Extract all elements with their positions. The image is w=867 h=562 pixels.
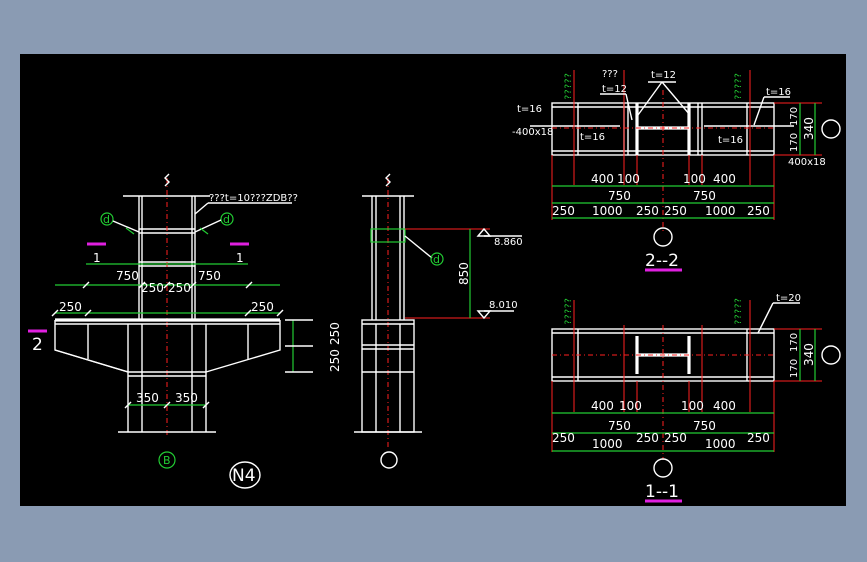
s2-note-7: t=16 xyxy=(718,135,743,146)
dim-lower-left: 250 xyxy=(59,300,82,314)
s1-row2-2: 750 xyxy=(693,419,716,433)
axis-bubble xyxy=(158,451,176,469)
column-elevation xyxy=(54,173,281,438)
dim-upper-1: 750 xyxy=(116,269,139,283)
weld-note: ???t=10???ZDB?? xyxy=(209,193,298,204)
axis-label: B xyxy=(163,454,171,467)
s2-row1-1: 400 xyxy=(591,172,614,186)
dim-upper-2: 250 xyxy=(141,281,164,295)
s2-green-right: ????? xyxy=(734,73,744,100)
cut-label-right: 1 xyxy=(236,251,244,265)
dim-upper-4: 750 xyxy=(198,269,221,283)
weld-symbol-side: d xyxy=(433,253,440,266)
s1-dim-340: 340 xyxy=(802,343,816,366)
elev-bottom: 8.010 xyxy=(489,300,518,311)
s2-note-8: t=16 xyxy=(766,87,791,98)
s2-row3-6: 250 xyxy=(747,204,770,218)
s2-note-6: t=16 xyxy=(580,132,605,143)
s2-note-2: t=12 xyxy=(602,84,627,95)
dim-upper-3: 250 xyxy=(168,281,191,295)
s2-dim-170b: 170 xyxy=(789,133,800,152)
s2-row3-3: 250 xyxy=(636,204,659,218)
dim-vert-2: 250 xyxy=(328,322,342,345)
s2-row2-2: 750 xyxy=(693,189,716,203)
section-1-title: 1--1 xyxy=(645,482,679,502)
s1-row3-4: 250 xyxy=(664,431,687,445)
s1-row3-5: 1000 xyxy=(705,437,736,451)
cut-label-left: 1 xyxy=(93,251,101,265)
weld-symbol-left: d xyxy=(103,213,110,226)
dim-vert-1: 250 xyxy=(328,349,342,372)
cad-viewport[interactable]: 750 250 250 750 250 250 350 350 250 250 … xyxy=(20,54,846,506)
s2-row3-5: 1000 xyxy=(705,204,736,218)
s2-green-left: ????? xyxy=(564,73,574,100)
view-mark: N4 xyxy=(232,466,256,486)
s1-row3-1: 250 xyxy=(552,431,575,445)
elev-height: 850 xyxy=(457,262,471,285)
s1-dim-170b: 170 xyxy=(789,359,800,378)
s2-note-3: t=12 xyxy=(651,70,676,81)
s2-note-9: 400x18 xyxy=(788,157,826,168)
left-dimensions: 750 250 250 750 250 250 350 350 250 250 xyxy=(51,263,342,409)
s1-row2-1: 750 xyxy=(608,419,631,433)
view-mark-circle xyxy=(229,461,261,489)
s2-row3-1: 250 xyxy=(552,204,575,218)
s1-row1-1: 400 xyxy=(591,399,614,413)
s2-dim-340: 340 xyxy=(802,117,816,140)
weld-symbol-right: d xyxy=(223,213,230,226)
s2-row1-3: 100 xyxy=(683,172,706,186)
s2-row2-1: 750 xyxy=(608,189,631,203)
s2-dim-170a: 170 xyxy=(789,107,800,126)
section-2-2: 340 170 170 400 100 100 400 750 750 250 … xyxy=(512,69,841,272)
s1-row1-3: 100 xyxy=(681,399,704,413)
s1-note-1: t=20 xyxy=(776,293,801,304)
axis-bubble-side xyxy=(380,451,398,469)
s2-row3-2: 1000 xyxy=(592,204,623,218)
s2-note-4: t=16 xyxy=(517,104,542,115)
cad-drawing: 750 250 250 750 250 250 350 350 250 250 … xyxy=(28,69,841,503)
s1-row3-6: 250 xyxy=(747,431,770,445)
s1-row3-2: 1000 xyxy=(592,437,623,451)
s2-note-5: -400x18 xyxy=(512,127,553,138)
s1-dim-170a: 170 xyxy=(789,333,800,352)
s2-row1-4: 400 xyxy=(713,172,736,186)
section-1-1: 340 170 170 400 100 100 400 750 750 250 … xyxy=(551,293,841,503)
dim-lower-right: 250 xyxy=(251,300,274,314)
weld-callouts: d d ???t=10???ZDB?? xyxy=(100,193,298,235)
s2-note-1: ??? xyxy=(602,69,618,80)
column-side-view: d xyxy=(354,173,444,469)
s1-row1-2: 100 xyxy=(619,399,642,413)
s1-green-left: ????? xyxy=(564,298,574,325)
s2-row1-2: 100 xyxy=(617,172,640,186)
section-2-title: 2--2 xyxy=(645,251,679,271)
elevation-marks: 8.860 8.010 850 xyxy=(405,227,523,320)
dim-base-right: 350 xyxy=(175,391,198,405)
s1-green-right: ????? xyxy=(734,298,744,325)
elev-top: 8.860 xyxy=(494,237,523,248)
dim-base-left: 350 xyxy=(136,391,159,405)
s1-row1-4: 400 xyxy=(713,399,736,413)
s2-row3-4: 250 xyxy=(664,204,687,218)
cut-markers: 1 1 2 xyxy=(28,242,249,355)
section-2-marker: 2 xyxy=(32,335,43,355)
s1-row3-3: 250 xyxy=(636,431,659,445)
